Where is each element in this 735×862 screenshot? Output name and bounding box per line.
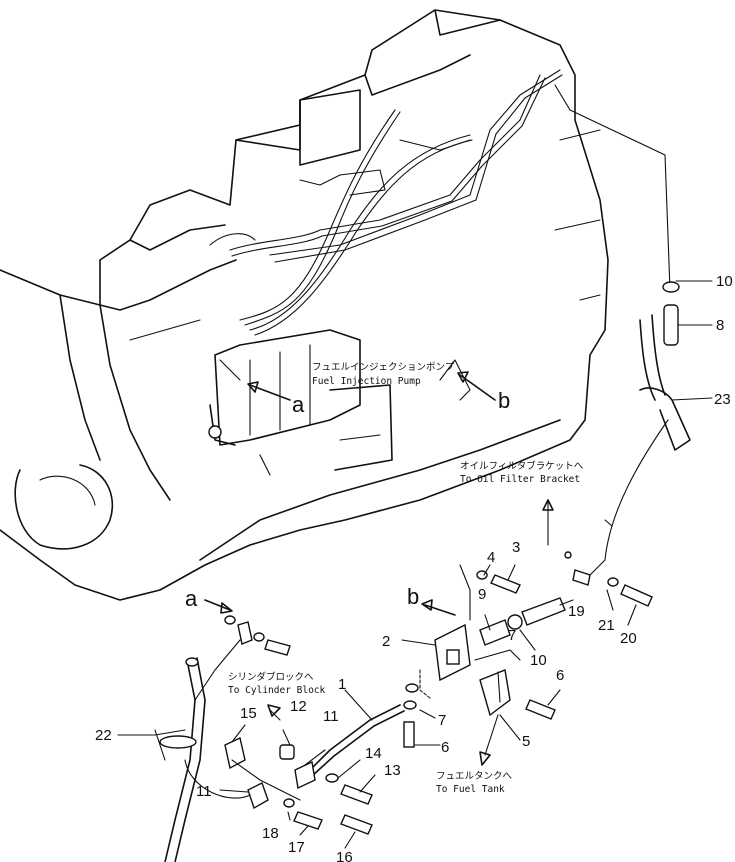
reference-arrows	[204, 359, 496, 616]
part-number-6-left: 6	[441, 739, 449, 756]
part-numbers: 10 8 23 4 3 9 7 19 21 20 10 2 6 1 7 5 6 …	[95, 273, 733, 862]
cylinder-block-label-jp: シリンダブロックへ	[228, 671, 314, 683]
part-number-12: 12	[290, 698, 307, 715]
injection-pump-label-jp: フュエルインジェクションポンプ	[312, 362, 455, 373]
part-number-2: 2	[382, 633, 390, 650]
oil-filter-label-en: To Oil Filter Bracket	[460, 474, 580, 485]
part-number-1: 1	[338, 676, 346, 693]
fuel-tank-label-jp: フュエルタンクへ	[436, 771, 513, 782]
callout-texts: フュエルインジェクションポンプ Fuel Injection Pump オイルフ…	[228, 362, 584, 795]
part-number-11-lower: 11	[196, 783, 212, 800]
fuel-tank-label-en: To Fuel Tank	[436, 784, 505, 795]
part-number-10-top: 10	[716, 273, 733, 290]
part-number-18: 18	[262, 825, 279, 842]
part-8-sleeve	[663, 304, 679, 346]
ref-letter-a-lower: a	[185, 586, 198, 611]
fuel-line-parts	[154, 499, 653, 862]
part-number-15: 15	[240, 705, 257, 722]
engine-block	[0, 9, 671, 601]
part-number-6-right: 6	[556, 667, 564, 684]
part-number-5: 5	[522, 733, 530, 750]
ref-letter-a-upper: a	[292, 392, 305, 417]
reference-letters: a b a b	[185, 388, 510, 611]
part-number-7-bottom: 7	[438, 712, 446, 729]
part-10-clip	[662, 281, 680, 293]
injection-pump-label-en: Fuel Injection Pump	[312, 376, 421, 387]
cylinder-block-label-en: To Cylinder Block	[228, 685, 326, 696]
part-number-20: 20	[620, 630, 637, 647]
part-number-21: 21	[598, 617, 615, 634]
part-number-16: 16	[336, 849, 353, 862]
part-number-17: 17	[288, 839, 305, 856]
part-number-10-bottom: 10	[530, 652, 547, 669]
ref-letter-b-lower: b	[407, 584, 419, 609]
part-number-13: 13	[384, 762, 401, 779]
part-number-7-top: 7	[508, 627, 516, 644]
part-number-22: 22	[95, 727, 112, 744]
part-number-4: 4	[487, 549, 495, 566]
oil-filter-label-jp: オイルフィルタブラケットへ	[460, 460, 584, 472]
ref-letter-b-upper: b	[498, 388, 510, 413]
part-number-14: 14	[365, 745, 382, 762]
part-number-11-upper: 11	[323, 708, 339, 725]
part-number-8: 8	[716, 317, 724, 334]
part-number-23: 23	[714, 391, 731, 408]
part-number-19: 19	[568, 603, 585, 620]
part-number-9: 9	[478, 586, 486, 603]
leader-lines	[117, 280, 713, 849]
part-number-3: 3	[512, 539, 520, 556]
